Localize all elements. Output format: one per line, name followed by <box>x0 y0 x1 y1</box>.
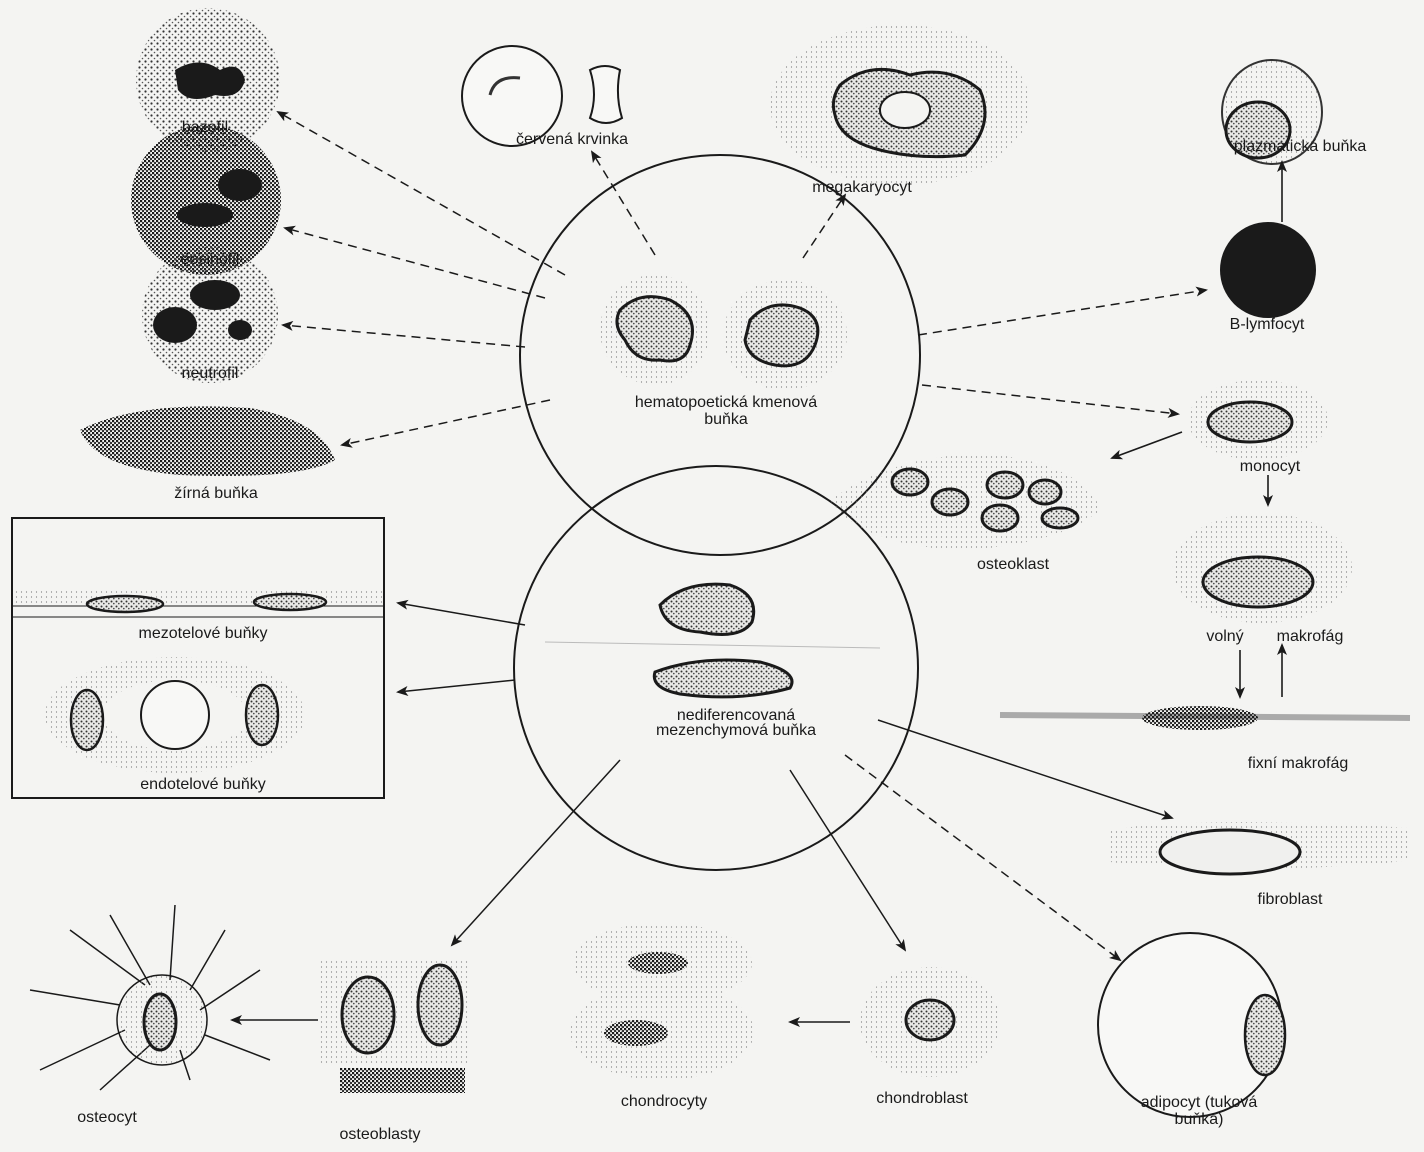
label-mezotelove-bunky: mezotelové buňky <box>139 624 268 643</box>
label-osteocyt: osteocyt <box>77 1108 137 1127</box>
fixed-macrophage-drawing <box>1000 706 1410 730</box>
label-monocyt: monocyt <box>1240 457 1300 476</box>
label-b-lymfocyt: B-lymfocyt <box>1230 315 1305 334</box>
msc-cell-drawing <box>545 584 880 697</box>
adipocyte-drawing <box>1098 933 1285 1117</box>
label-volny: volný <box>1206 627 1243 646</box>
osteoclast-drawing <box>830 455 1100 550</box>
monocyte-drawing <box>1188 380 1328 460</box>
hsc-cell-drawing <box>600 275 847 390</box>
label-msc-line2: mezenchymová buňka <box>656 721 816 740</box>
label-neutrofil: neutrofil <box>182 364 239 383</box>
b-lymphocyte-drawing <box>1220 222 1316 318</box>
fibroblast-drawing <box>1110 822 1410 874</box>
label-fibroblast: fibroblast <box>1258 890 1323 909</box>
mast-cell-drawing <box>80 406 335 476</box>
osteoblasts-drawing <box>320 960 470 1093</box>
chondroblast-drawing <box>860 967 1000 1077</box>
label-osteoklast: osteoklast <box>977 555 1049 574</box>
label-megakaryocyt: megakaryocyt <box>812 178 912 197</box>
label-zirna-bunka: žírná buňka <box>174 484 258 503</box>
label-makrofag: makrofág <box>1277 627 1344 646</box>
label-chondrocyty: chondrocyty <box>621 1092 707 1111</box>
label-bazofil: bazofil <box>182 118 228 137</box>
mesothelial-endothelial-panel <box>12 518 384 798</box>
label-adipocyt-line2: buňka) <box>1175 1110 1224 1129</box>
label-cervena-krvinka: červená krvinka <box>516 130 628 149</box>
label-plazmaticka-bunka: plazmatická buňka <box>1234 137 1367 156</box>
chondrocytes-drawing <box>570 923 754 1080</box>
label-osteoblasty: osteoblasty <box>340 1125 421 1144</box>
megakaryocyte-drawing <box>770 25 1030 185</box>
label-chondroblast: chondroblast <box>876 1089 968 1108</box>
osteocyte-drawing <box>30 905 270 1090</box>
label-endotelove-bunky: endotelové buňky <box>140 775 265 794</box>
free-macrophage-drawing <box>1172 513 1352 623</box>
label-fixni-makrofag: fixní makrofág <box>1248 754 1348 773</box>
label-eosinofil: eosinofil <box>181 250 240 269</box>
label-hsc-line2: buňka <box>704 410 748 429</box>
